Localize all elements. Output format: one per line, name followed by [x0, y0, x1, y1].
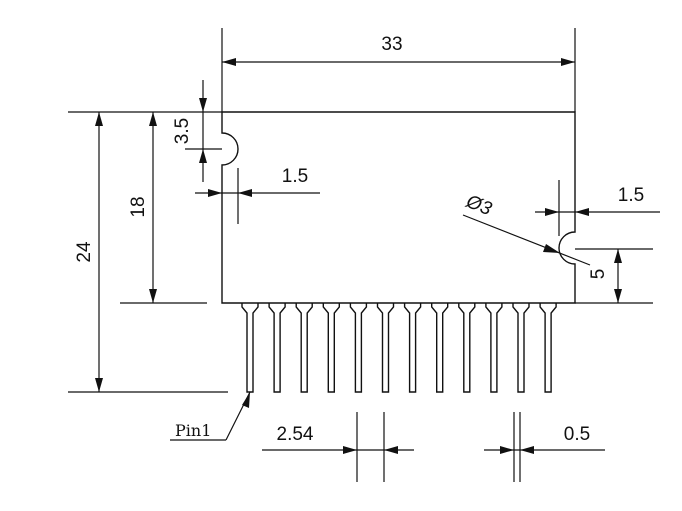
leader-hole-diameter [462, 214, 591, 266]
pin-lead [349, 303, 368, 393]
arrow-1-5-left-b [238, 189, 252, 197]
arrow-18-bottom [149, 289, 157, 303]
dim-label-18: 18 [128, 196, 149, 217]
arrow-18-top [149, 112, 157, 126]
pin-lead [485, 303, 503, 393]
pin-group [241, 303, 557, 393]
arrow-24-bottom [95, 378, 103, 392]
pin-lead [431, 303, 449, 393]
dim-label-2-54: 2.54 [277, 424, 314, 445]
arrow-hole-leader [543, 244, 560, 253]
arrow-33-left [222, 58, 236, 66]
arrow-5-top [614, 249, 622, 263]
pin-lead [539, 303, 557, 393]
pin-lead [458, 303, 476, 393]
dim-label-3-5: 3.5 [172, 118, 193, 144]
arrow-pin1 [242, 392, 250, 408]
arrow-2-54-a [343, 446, 357, 454]
pin-lead [322, 303, 340, 393]
dim-label-1-5-right: 1.5 [618, 185, 644, 206]
arrow-5-bottom [614, 289, 622, 303]
pin1-label: Pin1 [175, 421, 211, 440]
arrow-3-5-top [199, 98, 207, 112]
arrow-24-top [95, 112, 103, 126]
package-body [221, 111, 576, 304]
dim-label-5: 5 [588, 269, 609, 280]
pin-lead [268, 303, 286, 393]
dim-label-1-5-left: 1.5 [282, 166, 308, 187]
pin-lead [241, 303, 259, 393]
arrow-2-54-b [384, 446, 398, 454]
pin-lead [403, 303, 422, 393]
dim-label-0-5: 0.5 [564, 424, 590, 445]
pin-lead [512, 303, 530, 393]
pin-lead [376, 303, 395, 393]
dim-label-24: 24 [74, 241, 95, 263]
arrow-1-5-left-a [208, 189, 222, 197]
arrow-0-5-a [500, 446, 514, 454]
dim-label-33: 33 [381, 34, 402, 55]
arrow-3-5-bottom [199, 149, 207, 163]
arrow-33-right [561, 58, 575, 66]
arrow-1-5-right-a [545, 208, 559, 216]
arrow-1-5-right-b [575, 208, 589, 216]
arrow-0-5-b [520, 446, 534, 454]
pin-lead [295, 303, 313, 393]
dim-label-hole-diameter: Ø3 [462, 191, 495, 221]
